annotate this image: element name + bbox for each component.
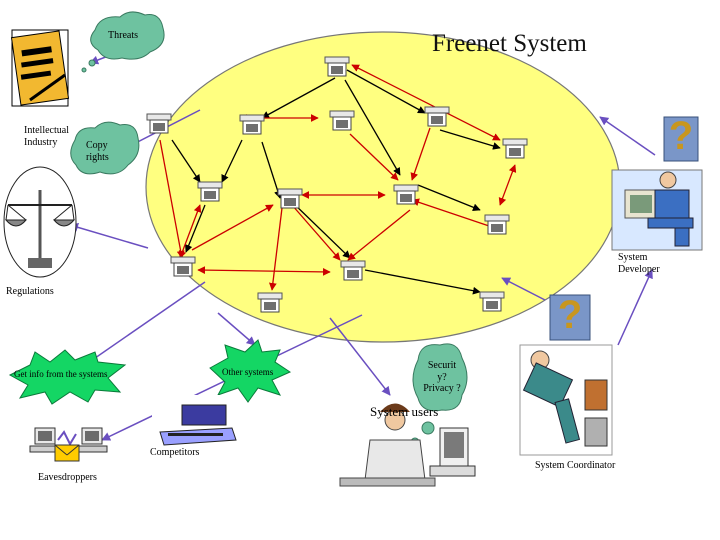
laptop-icon xyxy=(152,395,237,450)
system-developer-label: System Developer xyxy=(618,252,660,275)
competitors-label: Competitors xyxy=(150,447,200,458)
system-users-label: System users xyxy=(370,404,439,419)
get-info-label: Get info from the systems xyxy=(14,369,108,379)
node-3 xyxy=(239,114,265,135)
node-12 xyxy=(340,260,366,281)
system-coordinator-label: System Coordinator xyxy=(535,460,616,471)
connector-regulations xyxy=(69,222,149,249)
node-14 xyxy=(479,291,505,312)
threats-cloud xyxy=(81,11,165,73)
document-pen-icon xyxy=(10,29,70,107)
regulations-label: Regulations xyxy=(6,286,54,297)
coordinator-icon xyxy=(519,344,613,456)
node-10 xyxy=(484,214,510,235)
connector-coordinator-ellipse xyxy=(501,277,546,301)
node-1 xyxy=(324,56,350,77)
get-info-burst xyxy=(8,349,127,405)
connector-users xyxy=(329,317,391,396)
node-8 xyxy=(277,188,303,209)
threats-label: Threats xyxy=(108,30,138,41)
node-2 xyxy=(146,113,172,134)
node-9 xyxy=(393,184,419,205)
other-systems-burst xyxy=(209,339,292,403)
security-label: Securit y? Privacy ? xyxy=(423,360,461,394)
node-5 xyxy=(424,106,450,127)
connector-coordinator-developer xyxy=(617,269,653,346)
node-13 xyxy=(257,292,283,313)
copyrights-label: Copy rights xyxy=(86,140,109,163)
question-box-coordinator xyxy=(549,294,591,341)
intellectual-industry-label: Intellectual Industry xyxy=(24,125,69,148)
node-6 xyxy=(502,138,528,159)
connector-get-info xyxy=(84,281,206,366)
question-mark-coordinator: ? xyxy=(557,293,583,337)
node-4 xyxy=(329,110,355,131)
connector-other-systems xyxy=(217,312,256,346)
question-mark-developer: ? xyxy=(668,114,694,158)
other-systems-label: Other systems xyxy=(222,367,274,377)
scales-icon xyxy=(3,166,77,278)
user-icon xyxy=(339,403,476,487)
copyrights-cloud xyxy=(70,121,140,175)
page-title: Freenet System xyxy=(432,30,587,57)
node-7 xyxy=(197,181,223,202)
connector-developer xyxy=(599,116,656,156)
developer-icon xyxy=(611,169,703,251)
eavesdroppers-label: Eavesdroppers xyxy=(38,472,97,483)
question-box-developer xyxy=(663,116,699,162)
eavesdropper-icon xyxy=(29,427,108,462)
node-11 xyxy=(170,256,196,277)
